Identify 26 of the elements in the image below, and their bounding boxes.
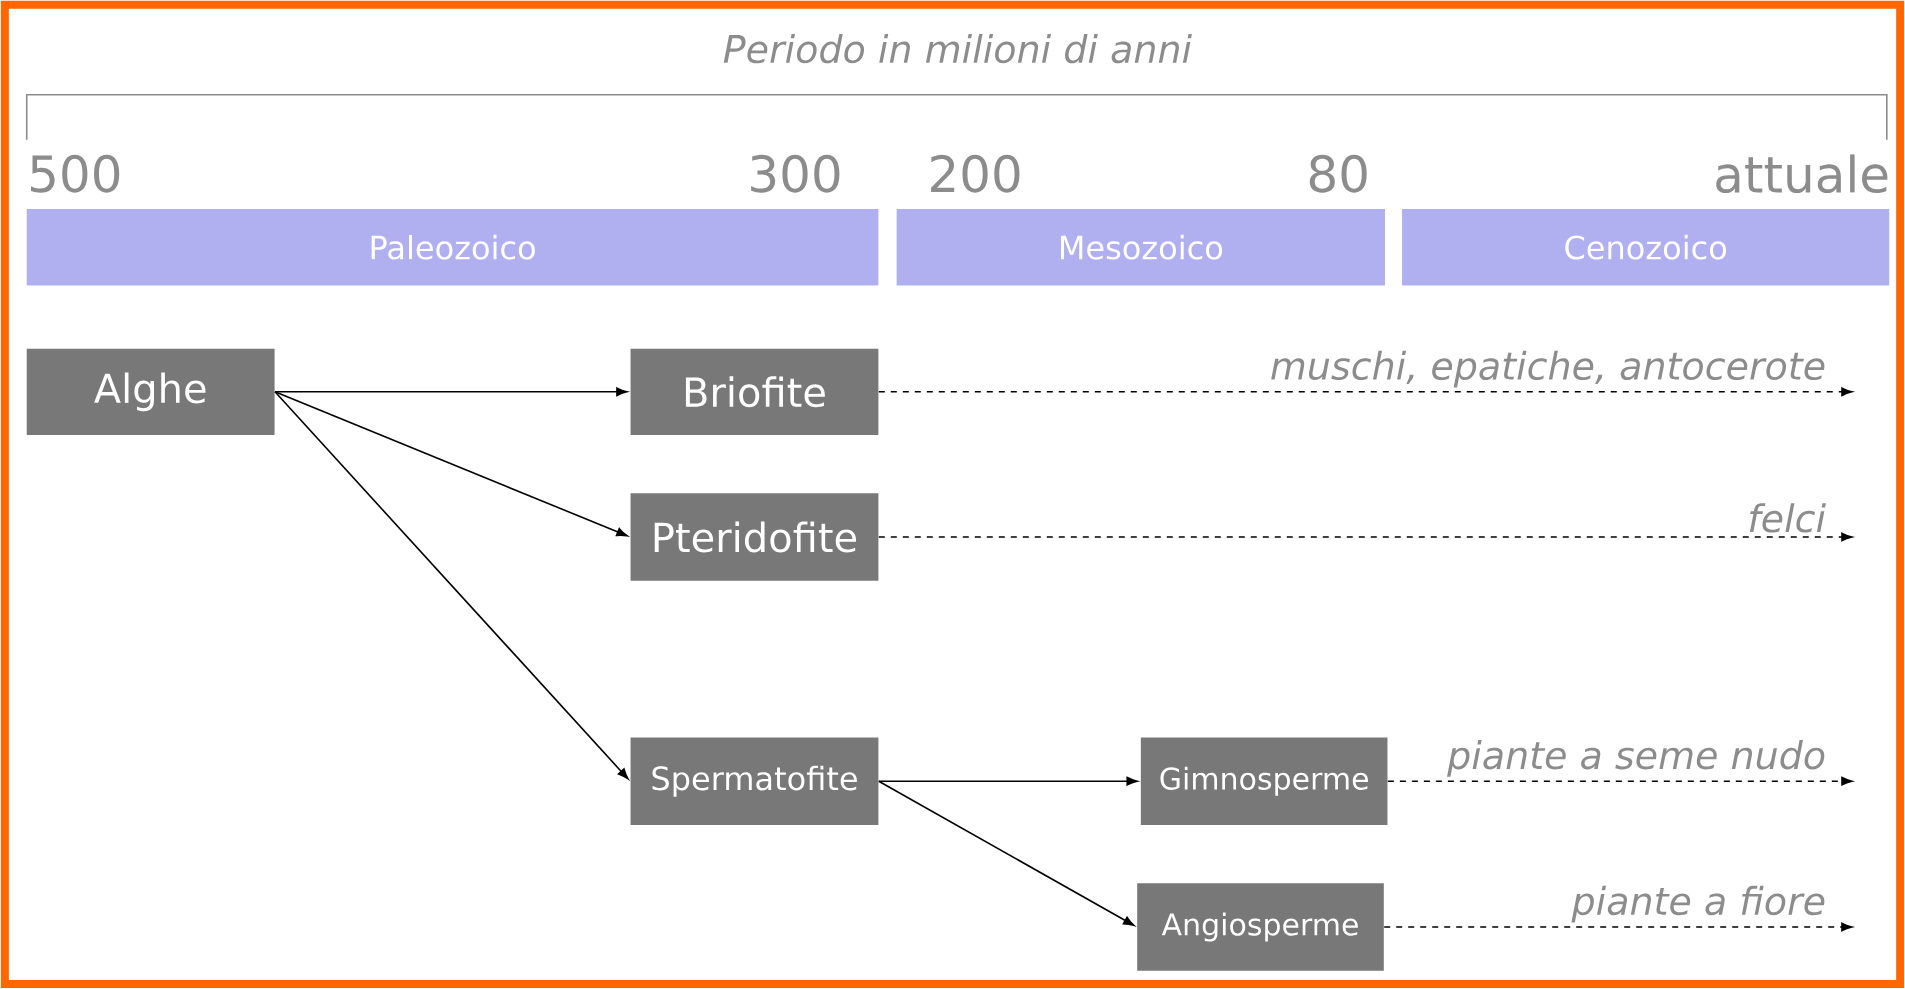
- axis-title: Periodo in milioni di anni: [723, 33, 1192, 64]
- taxon-box: Alghe: [26, 348, 275, 435]
- arrow: [1387, 776, 1853, 786]
- arrow: [274, 391, 629, 780]
- era-band: Paleozoico: [26, 209, 879, 286]
- edge-label: muschi, epatiche, antocerote: [1271, 350, 1825, 388]
- edge-label: piante a seme nudo: [1447, 740, 1825, 777]
- era-band: Cenozoico: [1402, 209, 1890, 286]
- edge-label: piante a fiore: [1571, 885, 1825, 923]
- arrow: [1383, 922, 1853, 932]
- era-band: Mesozoico: [896, 209, 1386, 286]
- taxon-box: Briofite: [630, 348, 879, 435]
- scale-label: 80: [1309, 154, 1367, 193]
- arrow: [878, 780, 1135, 927]
- scale-label: 200: [931, 154, 1020, 193]
- taxon-box: Spermatofite: [630, 737, 879, 825]
- scale-label: 300: [751, 154, 840, 193]
- taxon-box: Gimnosperme: [1140, 737, 1388, 825]
- taxon-box: Pteridofite: [630, 493, 879, 581]
- taxon-box: Angiosperme: [1137, 883, 1384, 971]
- arrow: [878, 387, 1853, 397]
- arrow: [274, 387, 628, 397]
- arrow: [274, 391, 628, 537]
- arrow: [878, 776, 1138, 786]
- arrow: [878, 532, 1853, 542]
- edge-label: felci: [1749, 503, 1826, 533]
